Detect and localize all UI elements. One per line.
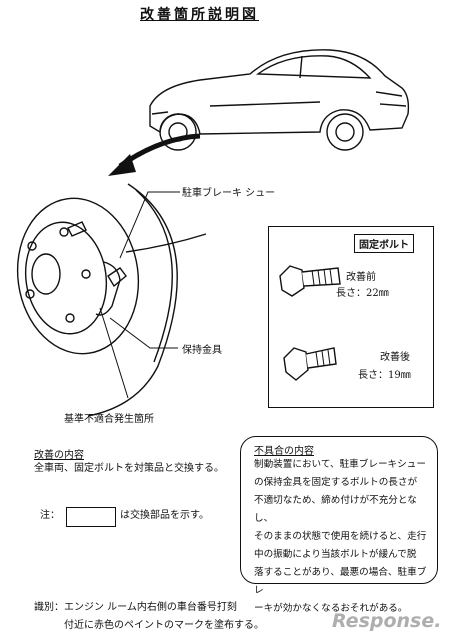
label-retainer: 保持金具 bbox=[182, 345, 222, 356]
defect-box bbox=[240, 436, 438, 584]
defect-line: そのままの状態で使用を続けると、走行 bbox=[254, 531, 427, 542]
note-suffix: は交換部品を示す。 bbox=[120, 510, 209, 521]
note-swatch bbox=[66, 507, 116, 527]
footer-line-1: 識別：エンジン ルーム内右側の車台番号打刻 bbox=[34, 602, 237, 613]
after-label: 改善後 bbox=[380, 352, 410, 363]
defect-heading: 不具合の内容 bbox=[254, 446, 314, 457]
label-parking-brake-shoe: 駐車ブレーキ シュー bbox=[182, 188, 276, 199]
note-prefix: 注： bbox=[40, 510, 60, 521]
improvement-text: 全車両、固定ボルトを対策品と交換する。 bbox=[34, 463, 224, 474]
before-length: 長さ：22㎜ bbox=[336, 288, 389, 299]
improvement-heading: 改善の内容 bbox=[34, 450, 84, 461]
long-bolt-icon bbox=[279, 265, 341, 297]
page-title: 改善箇所説明図 bbox=[140, 7, 259, 23]
defect-text: 制動装置において、駐車ブレーキシュー の保持金具を固定するボルトの長さが 不適切… bbox=[254, 456, 432, 618]
after-length: 長さ：19㎜ bbox=[358, 370, 411, 381]
defect-line: 落することがあり、最悪の場合、駐車ブレ bbox=[254, 567, 427, 596]
defect-line: ーキが効かなくなるおそれがある。 bbox=[254, 603, 408, 614]
bolt-comparison-panel bbox=[268, 226, 434, 408]
watermark-logo: Response. bbox=[332, 610, 442, 632]
bolt-panel-heading: 固定ボルト bbox=[354, 234, 414, 253]
defect-line: 不適切なため、締め付けが不充分となし、 bbox=[254, 495, 417, 524]
before-label: 改善前 bbox=[346, 272, 376, 283]
defect-line: の保持金具を固定するボルトの長さが bbox=[254, 477, 418, 488]
label-defect-location: 基準不適合発生箇所 bbox=[64, 414, 154, 425]
defect-line: 中の振動により当該ボルトが緩んで脱 bbox=[254, 549, 417, 560]
short-bolt-icon bbox=[283, 347, 337, 381]
car-illustration bbox=[149, 49, 410, 151]
footer-line-2: 付近に赤色のペイントのマークを塗布する。 bbox=[64, 620, 264, 631]
defect-line: 制動装置において、駐車ブレーキシュー bbox=[254, 459, 426, 470]
curved-arrow-icon bbox=[108, 133, 201, 176]
brake-assembly-illustration bbox=[16, 183, 207, 417]
